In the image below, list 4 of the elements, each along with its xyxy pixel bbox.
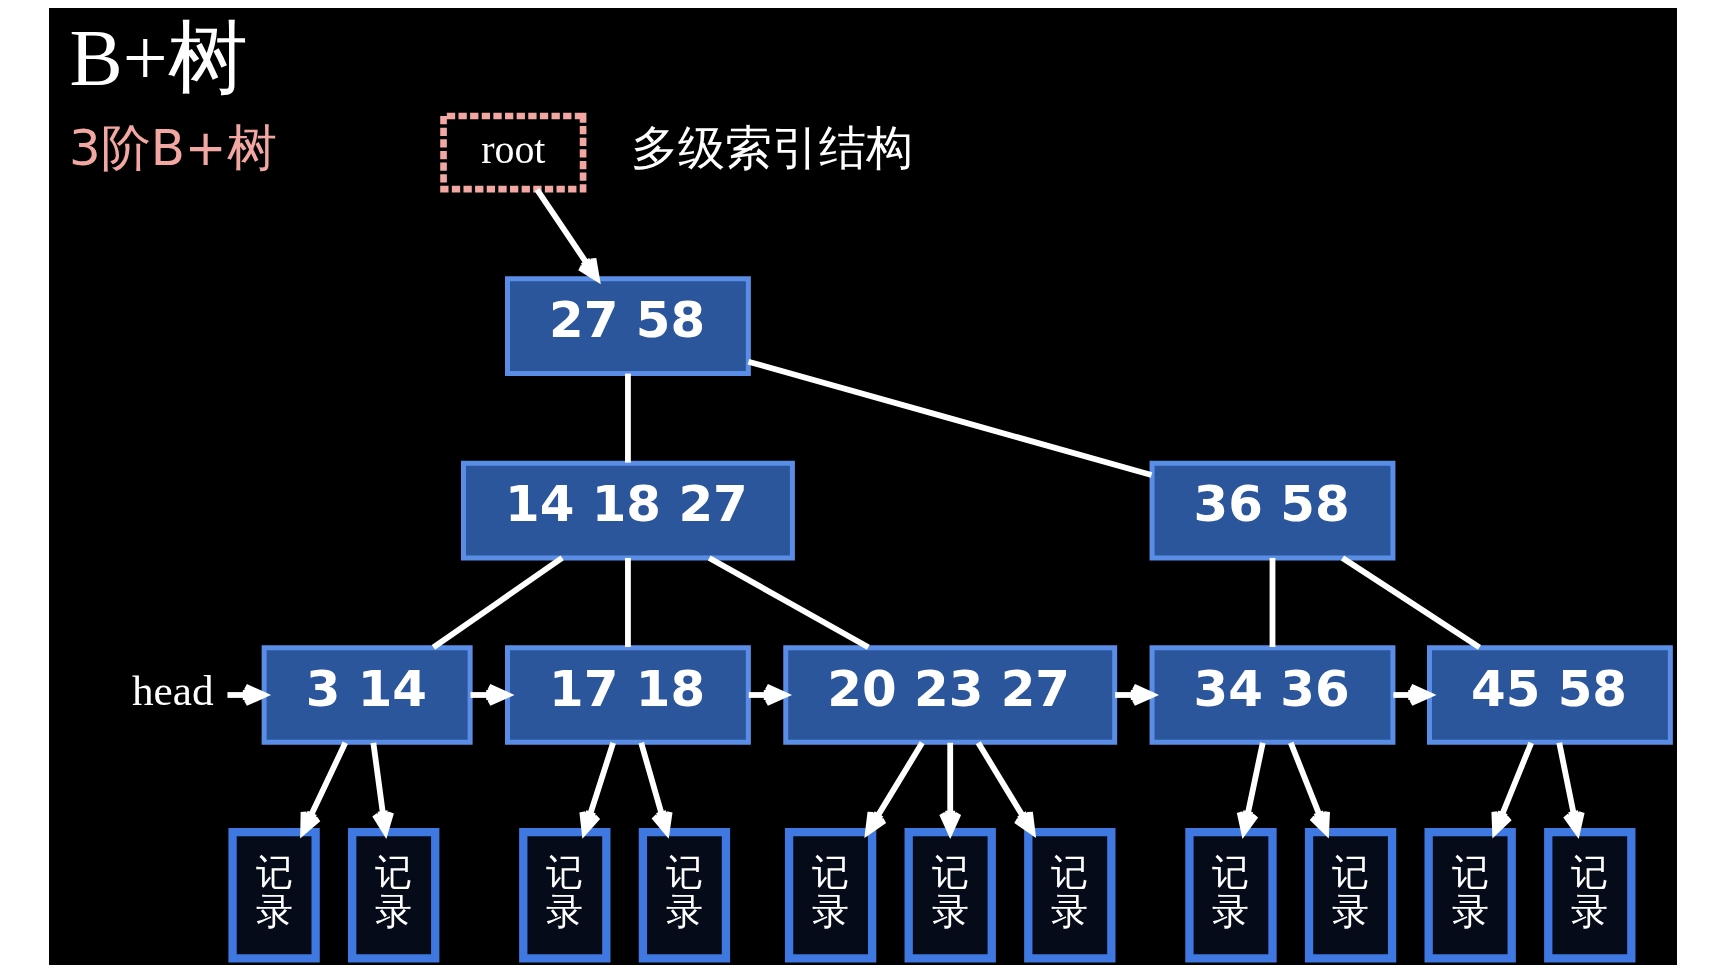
label: 3阶B+树 — [68, 119, 277, 178]
label: 多级索引结构 — [630, 121, 913, 176]
diagram-title: B+树 — [69, 14, 248, 103]
node-text: head — [131, 667, 214, 715]
